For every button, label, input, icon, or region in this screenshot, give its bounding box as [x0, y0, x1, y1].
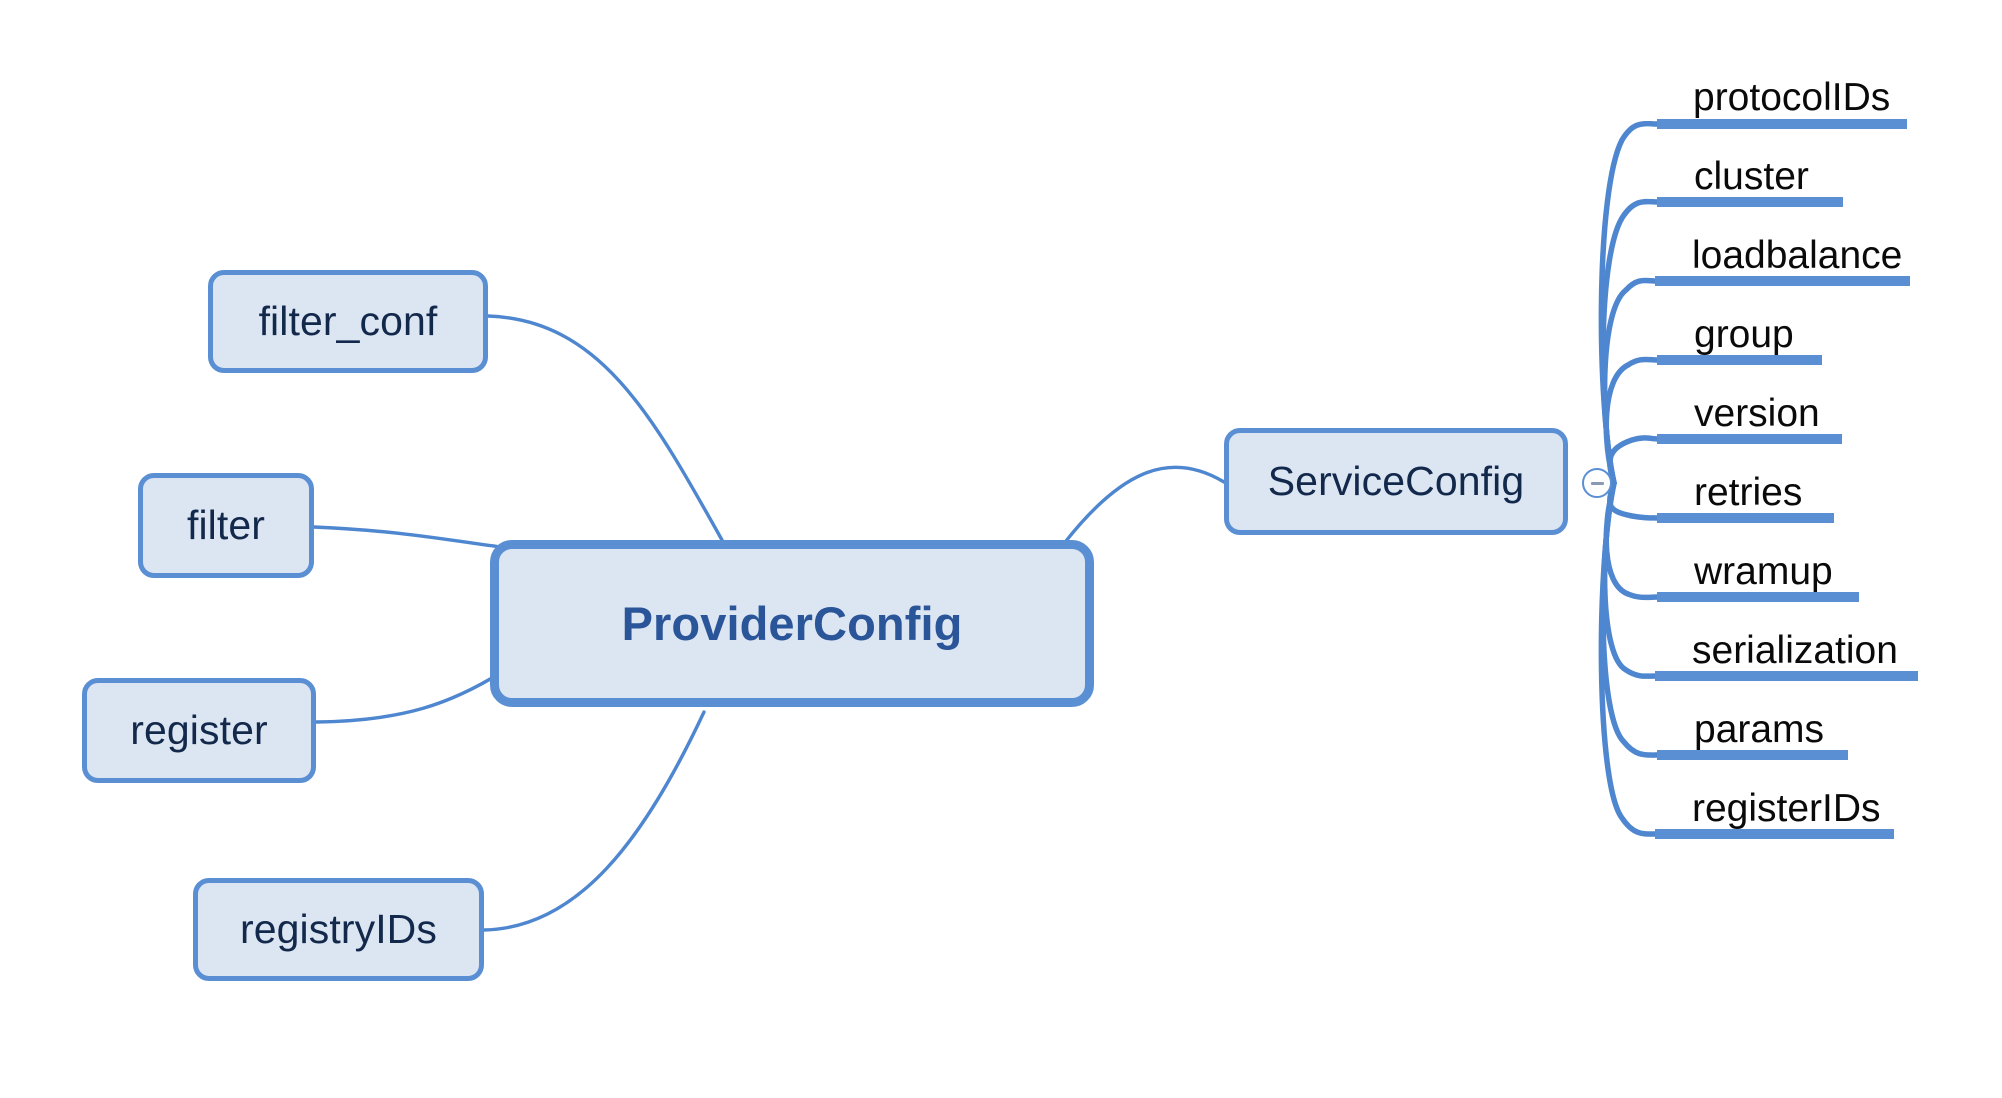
node-filter-label: filter — [186, 502, 266, 548]
node-registry-ids[interactable]: registryIDs — [193, 878, 484, 981]
edge-serviceconfig-to-protocolids — [1598, 120, 1662, 486]
node-service-config-label: ServiceConfig — [1267, 458, 1525, 504]
leaf-registerids[interactable]: registerIDs — [1692, 789, 1881, 828]
leaf-wramup[interactable]: wramup — [1694, 552, 1833, 591]
leaf-group[interactable]: group — [1694, 315, 1794, 354]
leaf-serialization-label: serialization — [1692, 629, 1898, 672]
leaf-loadbalance[interactable]: loadbalance — [1692, 236, 1902, 275]
minus-glyph — [1590, 481, 1604, 485]
node-register[interactable]: register — [82, 678, 316, 783]
node-provider-config[interactable]: ProviderConfig — [490, 540, 1094, 707]
node-filter[interactable]: filter — [138, 473, 314, 578]
edge-registryids-to-root — [482, 710, 706, 932]
edge-serviceconfig-to-version — [1607, 435, 1662, 486]
minus-circle-icon[interactable] — [1582, 468, 1612, 498]
node-registry-ids-label: registryIDs — [239, 906, 437, 952]
leaf-version[interactable]: version — [1694, 394, 1820, 433]
node-filter-conf-label: filter_conf — [258, 298, 438, 344]
edge-root-to-serviceconfig — [1064, 465, 1226, 543]
leaf-protocolids-label: protocolIDs — [1693, 76, 1891, 119]
leaf-protocolids[interactable]: protocolIDs — [1693, 78, 1890, 117]
leaf-version-label: version — [1694, 392, 1820, 435]
edge-serviceconfig-to-serialization — [1601, 480, 1660, 679]
node-service-config[interactable]: ServiceConfig — [1224, 428, 1568, 535]
edge-serviceconfig-to-wramup — [1603, 480, 1662, 601]
edge-register-to-root — [314, 670, 504, 724]
leaf-params-label: params — [1694, 708, 1825, 751]
leaf-cluster[interactable]: cluster — [1694, 157, 1809, 196]
leaf-registerids-label: registerIDs — [1692, 787, 1881, 830]
edge-serviceconfig-to-cluster — [1600, 198, 1662, 486]
edge-serviceconfig-to-params — [1600, 480, 1662, 758]
node-provider-config-label: ProviderConfig — [621, 597, 963, 650]
leaf-loadbalance-label: loadbalance — [1692, 234, 1903, 277]
leaf-serialization[interactable]: serialization — [1692, 631, 1898, 670]
leaf-retries[interactable]: retries — [1694, 473, 1802, 512]
edge-serviceconfig-to-group — [1603, 356, 1662, 486]
edge-serviceconfig-to-loadbalance — [1601, 277, 1660, 486]
leaf-wramup-label: wramup — [1694, 550, 1833, 593]
leaf-cluster-label: cluster — [1694, 155, 1809, 198]
node-filter-conf[interactable]: filter_conf — [208, 270, 488, 373]
leaf-group-label: group — [1694, 313, 1794, 356]
edge-filter-to-root — [312, 525, 503, 549]
leaf-retries-label: retries — [1694, 471, 1803, 514]
edge-serviceconfig-to-registerids — [1598, 480, 1660, 837]
edge-serviceconfig-to-retries — [1607, 480, 1662, 521]
edge-filter-conf-to-root — [486, 314, 724, 542]
node-register-label: register — [130, 707, 268, 753]
leaf-params[interactable]: params — [1694, 710, 1824, 749]
